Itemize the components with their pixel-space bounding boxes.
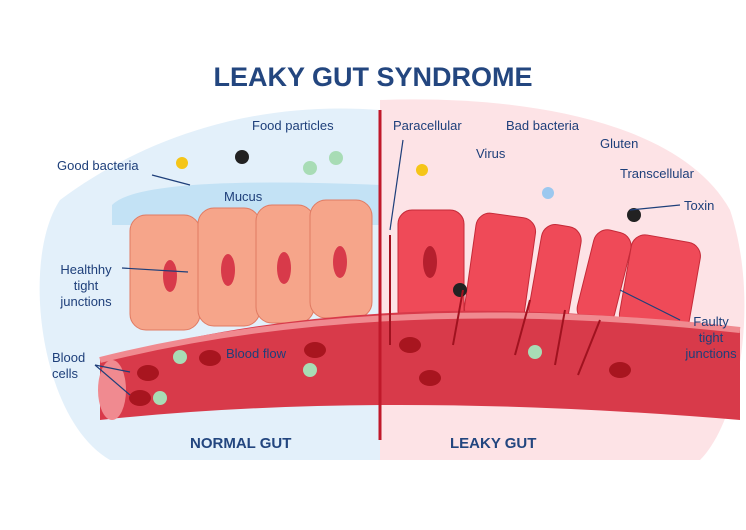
section-normal-gut: NORMAL GUT (190, 435, 292, 452)
label-transcellular: Transcellular (620, 166, 694, 181)
food-particles (176, 150, 641, 297)
normal-cells (112, 182, 380, 331)
label-line: Blood (52, 350, 86, 365)
label-line: junctions (60, 294, 112, 309)
label-line: Healthhy (60, 262, 112, 277)
label-line: tight (73, 278, 99, 293)
label-paracellular: Paracellular (393, 118, 462, 133)
label-virus: Virus (476, 146, 506, 161)
arrows (389, 235, 601, 376)
label-toxin: Toxin (684, 198, 715, 213)
label-line: junctions (685, 346, 737, 361)
label-good-bacteria: Good bacteria (57, 158, 139, 173)
label-gluten: Gluten (600, 136, 639, 151)
label-line: cells (52, 366, 79, 381)
leaky-cells (397, 209, 701, 337)
label-line: tight (698, 330, 724, 345)
label-food-particles: Food particles (252, 118, 334, 133)
label-blood-flow: Blood flow (226, 346, 286, 361)
label-mucus: Mucus (224, 189, 263, 204)
blood-vessel (98, 310, 741, 420)
leader-lines (94, 139, 681, 396)
section-leaky-gut: LEAKY GUT (450, 435, 537, 452)
label-blood-cells: Blood cells (52, 350, 85, 382)
label-healthy-junctions: Healthhy tight junctions (50, 262, 122, 310)
label-bad-bacteria: Bad bacteria (506, 118, 579, 133)
label-line: Faulty (693, 314, 729, 329)
label-faulty-junctions: Faulty tight junctions (680, 314, 742, 362)
page-title: LEAKY GUT SYNDROME (213, 62, 533, 92)
